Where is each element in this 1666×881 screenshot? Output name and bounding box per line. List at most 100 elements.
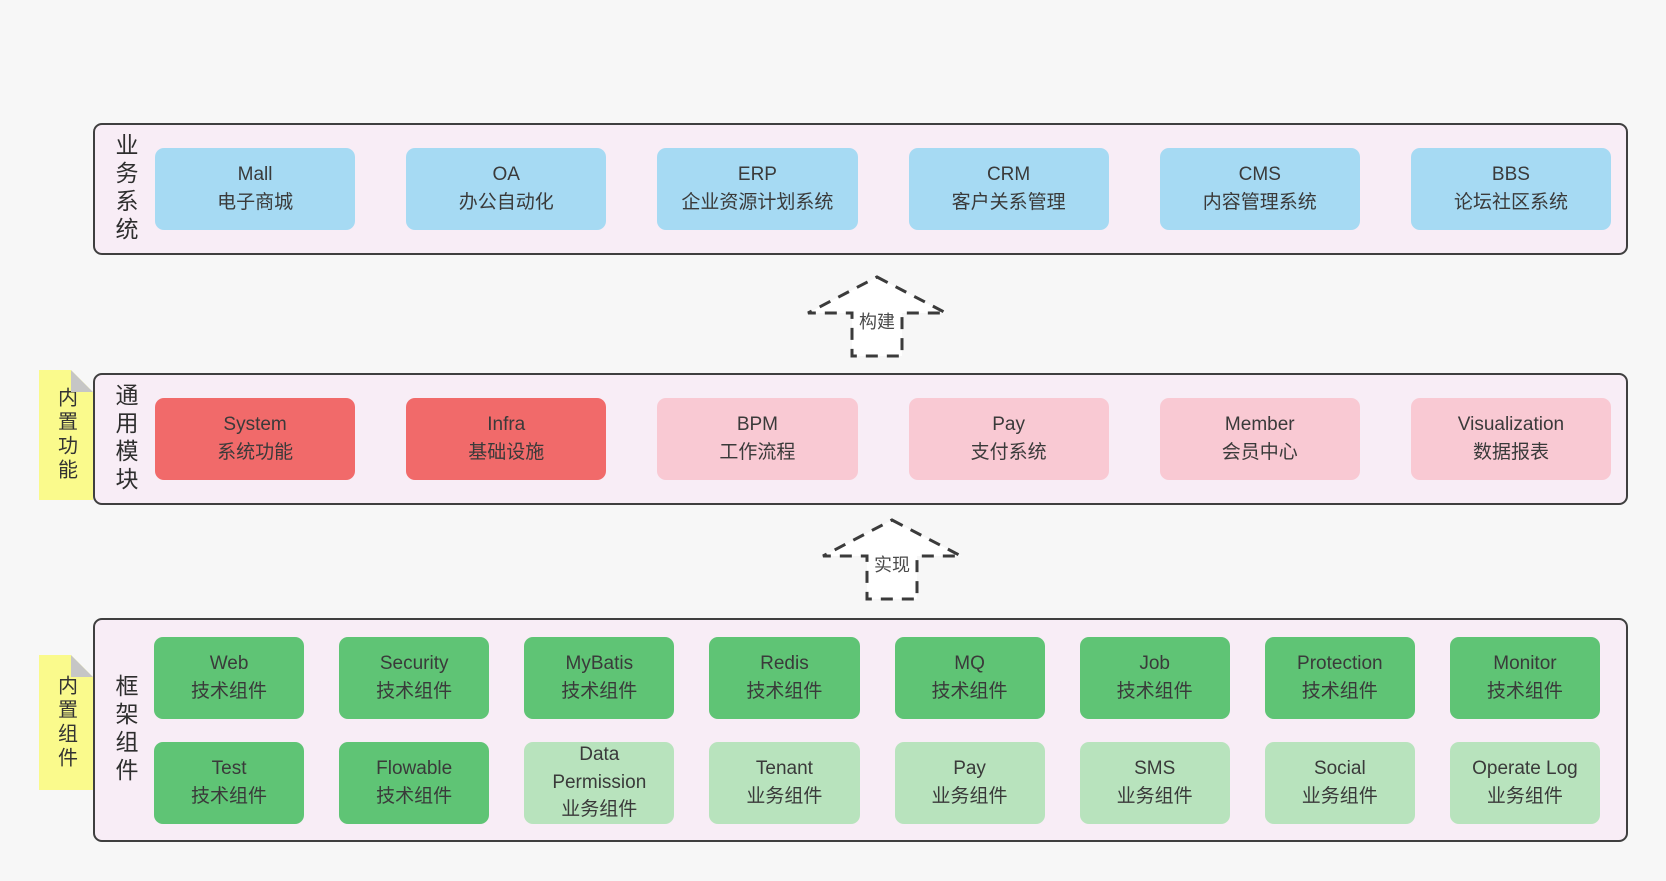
box-crm: CRM 客户关系管理 xyxy=(908,148,1109,230)
box-title: Security xyxy=(379,652,449,674)
box-row: Test 技术组件 Flowable 技术组件 Data Permission … xyxy=(95,741,1626,824)
box-title: Infra xyxy=(487,414,526,436)
box-sms: SMS 业务组件 xyxy=(1079,741,1230,824)
box-title: Mall xyxy=(237,164,273,186)
box-subtitle: 技术组件 xyxy=(561,680,638,702)
layer-business-label: 业务系统 xyxy=(112,133,138,245)
box-title: Web xyxy=(209,652,249,674)
box-subtitle: 客户关系管理 xyxy=(951,192,1066,213)
box-cms: CMS 内容管理系统 xyxy=(1159,148,1360,230)
box-subtitle: 技术组件 xyxy=(191,680,268,702)
box-infra: Infra 基础设施 xyxy=(406,398,607,480)
box-subtitle: 企业资源计划系统 xyxy=(681,192,834,213)
layer-framework-components: 框架组件 Web 技术组件 Security 技术组件 MyBatis 技术组件… xyxy=(93,618,1628,842)
layer-business-systems: 业务系统 Mall 电子商城 OA 办公自动化 ERP 企业资源计划系统 CRM… xyxy=(93,123,1628,255)
box-subtitle: 内容管理系统 xyxy=(1202,192,1317,213)
box-test: Test 技术组件 xyxy=(154,741,305,824)
box-subtitle: 会员中心 xyxy=(1221,442,1298,463)
box-subtitle: 技术组件 xyxy=(191,785,268,807)
box-protection: Protection 技术组件 xyxy=(1264,636,1415,719)
box-subtitle: 办公自动化 xyxy=(458,192,554,213)
box-job: Job 技术组件 xyxy=(1079,636,1230,719)
box-row: Web 技术组件 Security 技术组件 MyBatis 技术组件 Redi… xyxy=(95,636,1626,719)
box-bpm: BPM 工作流程 xyxy=(657,398,858,480)
box-mall: Mall 电子商城 xyxy=(155,148,356,230)
sticky-note-built-in-components: 内置组件 xyxy=(39,655,93,790)
box-title: Protection xyxy=(1297,652,1383,674)
box-tenant: Tenant 业务组件 xyxy=(709,741,860,824)
layer-components-label: 框架组件 xyxy=(112,674,138,786)
box-title: CRM xyxy=(986,164,1031,186)
box-title: Member xyxy=(1224,414,1295,436)
box-title: Test xyxy=(211,757,247,779)
box-operate-log: Operate Log 业务组件 xyxy=(1449,741,1600,824)
box-bbs: BBS 论坛社区系统 xyxy=(1410,148,1612,230)
box-erp: ERP 企业资源计划系统 xyxy=(657,148,858,230)
box-title: CMS xyxy=(1238,164,1281,186)
box-subtitle: 工作流程 xyxy=(719,442,796,463)
box-title: ERP xyxy=(737,164,777,186)
sticky-note-built-in-functions: 内置功能 xyxy=(39,370,93,500)
box-pay-business: Pay 业务组件 xyxy=(894,741,1045,824)
box-subtitle: 技术组件 xyxy=(1116,680,1193,702)
box-subtitle: 业务组件 xyxy=(1486,785,1563,807)
layer-common-modules: 通用模块 System 系统功能 Infra 基础设施 BPM 工作流程 Pay… xyxy=(93,373,1628,505)
box-data-permission: Data Permission 业务组件 xyxy=(524,741,675,824)
box-social: Social 业务组件 xyxy=(1264,741,1415,824)
box-oa: OA 办公自动化 xyxy=(406,148,607,230)
box-subtitle: 技术组件 xyxy=(931,680,1008,702)
box-title: MyBatis xyxy=(565,652,634,674)
box-subtitle: 业务组件 xyxy=(931,785,1008,807)
box-title: Visualization xyxy=(1457,414,1565,436)
box-title: Pay xyxy=(953,757,986,779)
box-subtitle: 业务组件 xyxy=(746,785,823,807)
box-title: Operate Log xyxy=(1472,757,1578,779)
box-security: Security 技术组件 xyxy=(339,636,490,719)
box-monitor: Monitor 技术组件 xyxy=(1449,636,1600,719)
box-title: Flowable xyxy=(376,757,453,779)
box-subtitle: 业务组件 xyxy=(561,799,638,821)
box-title: Tenant xyxy=(755,757,813,779)
box-mybatis: MyBatis 技术组件 xyxy=(524,636,675,719)
arrow-implement: 实现 xyxy=(821,518,963,601)
box-subtitle: 技术组件 xyxy=(376,680,453,702)
arrow-build-label: 构建 xyxy=(855,311,899,335)
box-subtitle: 技术组件 xyxy=(746,680,823,702)
box-title: Data Permission xyxy=(552,744,647,793)
box-subtitle: 支付系统 xyxy=(970,442,1047,463)
box-subtitle: 基础设施 xyxy=(468,442,545,463)
box-subtitle: 技术组件 xyxy=(376,785,453,807)
box-system: System 系统功能 xyxy=(155,398,356,480)
box-subtitle: 系统功能 xyxy=(217,442,294,463)
box-title: BPM xyxy=(736,414,779,436)
box-title: MQ xyxy=(954,652,985,674)
box-member: Member 会员中心 xyxy=(1159,398,1360,480)
box-subtitle: 业务组件 xyxy=(1301,785,1378,807)
box-title: Social xyxy=(1313,757,1366,779)
box-subtitle: 论坛社区系统 xyxy=(1453,192,1568,213)
box-visualization: Visualization 数据报表 xyxy=(1410,398,1612,480)
box-redis: Redis 技术组件 xyxy=(709,636,860,719)
box-title: Job xyxy=(1139,652,1170,674)
layer-modules-label: 通用模块 xyxy=(112,383,138,495)
box-title: OA xyxy=(492,164,520,186)
box-subtitle: 业务组件 xyxy=(1116,785,1193,807)
box-subtitle: 技术组件 xyxy=(1301,680,1378,702)
box-title: Redis xyxy=(760,652,809,674)
sticky-label: 内置功能 xyxy=(54,387,77,483)
arrow-build: 构建 xyxy=(806,275,948,358)
box-pay: Pay 支付系统 xyxy=(908,398,1109,480)
box-mq: MQ 技术组件 xyxy=(894,636,1045,719)
box-title: Monitor xyxy=(1493,652,1557,674)
sticky-label: 内置组件 xyxy=(54,674,77,771)
box-title: BBS xyxy=(1491,164,1530,186)
box-subtitle: 数据报表 xyxy=(1472,442,1549,463)
box-title: Pay xyxy=(992,414,1025,436)
box-row: Mall 电子商城 OA 办公自动化 ERP 企业资源计划系统 CRM 客户关系… xyxy=(95,148,1626,230)
box-web: Web 技术组件 xyxy=(154,636,305,719)
box-title: System xyxy=(223,414,287,436)
box-flowable: Flowable 技术组件 xyxy=(339,741,490,824)
box-subtitle: 电子商城 xyxy=(217,192,294,213)
arrow-implement-label: 实现 xyxy=(870,554,914,578)
box-title: SMS xyxy=(1134,757,1176,779)
